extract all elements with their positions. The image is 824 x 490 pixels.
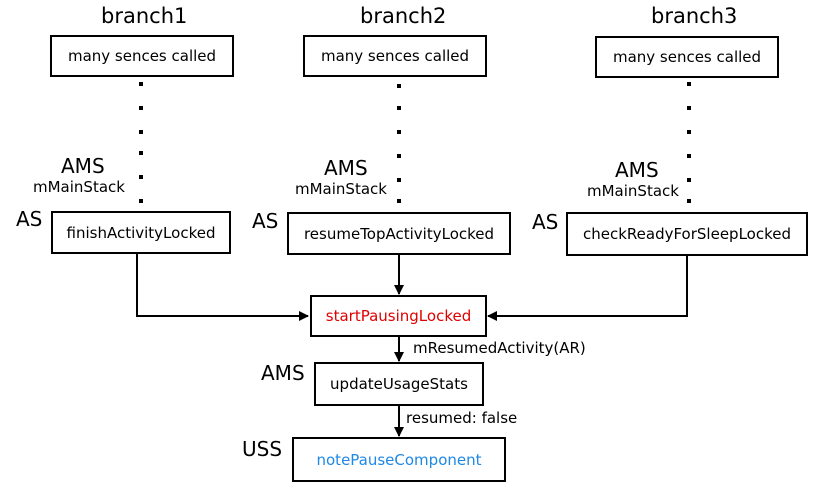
branch1-title: branch1 — [101, 4, 188, 28]
branch3-stack-label: mMainStack — [587, 182, 679, 200]
branch1-top-box: many sences called — [50, 35, 234, 77]
branch1-finish-box: finishActivityLocked — [51, 211, 231, 254]
branch2-title: branch2 — [360, 4, 447, 28]
branch2-top-box: many sences called — [303, 35, 487, 77]
branch2-resume-box: resumeTopActivityLocked — [287, 212, 511, 255]
arrow-branch3-to-start — [487, 256, 688, 321]
branch2-as-label: AS — [252, 209, 279, 233]
branch1-stack-label: mMainStack — [33, 178, 125, 196]
branch3-as-label: AS — [532, 210, 559, 234]
edge-label-resumed-activity: mResumedActivity(AR) — [413, 339, 586, 357]
branch2-stack-label: mMainStack — [295, 180, 387, 198]
branch3-check-box: checkReadyForSleepLocked — [566, 212, 808, 256]
start-pausing-box: startPausingLocked — [310, 295, 487, 337]
branch3-ams-label: AMS — [615, 158, 659, 182]
note-pause-component-box: notePauseComponent — [292, 437, 506, 482]
branch2-ams-label: AMS — [324, 156, 368, 180]
update-usage-stats-box: updateUsageStats — [314, 362, 484, 406]
branch1-as-label: AS — [16, 207, 43, 231]
update-ams-label: AMS — [261, 361, 305, 385]
arrow-branch1-to-start — [136, 254, 309, 321]
branch1-ams-label: AMS — [61, 154, 105, 178]
uss-label: USS — [242, 437, 283, 461]
dotted-connector-branch1 — [139, 82, 143, 203]
edge-label-resumed-false: resumed: false — [406, 409, 518, 427]
branch3-title: branch3 — [651, 4, 738, 28]
dotted-connector-branch2 — [397, 84, 401, 203]
branch3-top-box: many sences called — [595, 36, 779, 78]
dotted-connector-branch3 — [687, 82, 691, 203]
